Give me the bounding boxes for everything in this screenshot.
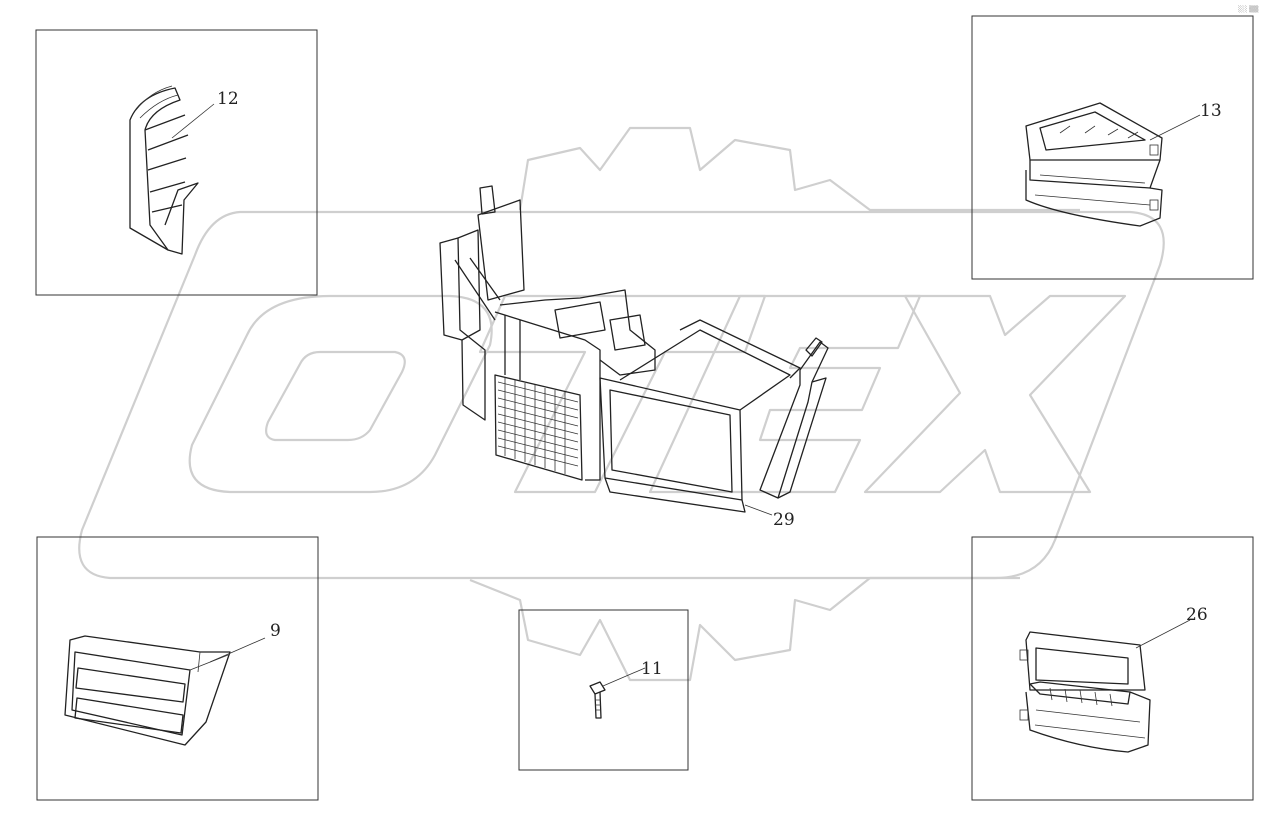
callout-11: 11 bbox=[641, 659, 663, 679]
callout-26: 26 bbox=[1186, 605, 1208, 625]
detail-frame-12 bbox=[35, 29, 318, 296]
part-29-frame-assembly bbox=[439, 185, 829, 516]
part-9-headlamp-bezel bbox=[64, 635, 266, 746]
detail-frame-9 bbox=[36, 536, 319, 801]
part-12-grille-side bbox=[129, 85, 215, 255]
part-13-upper-housing bbox=[1025, 102, 1201, 227]
radiator-core-fins bbox=[497, 378, 579, 474]
watermark-logo bbox=[78, 126, 1165, 682]
watermark-letter-x bbox=[863, 294, 1127, 494]
detail-frame-13 bbox=[971, 15, 1254, 280]
part-26-lower-housing bbox=[1019, 619, 1191, 753]
callout-29: 29 bbox=[773, 510, 795, 530]
callout-12: 12 bbox=[217, 89, 239, 109]
watermark-banner-outline bbox=[78, 210, 1165, 580]
callout-13: 13 bbox=[1200, 101, 1222, 121]
callout-9: 9 bbox=[270, 621, 281, 641]
detail-frame-11 bbox=[518, 609, 689, 771]
detail-frame-26 bbox=[971, 536, 1254, 801]
watermark-letter-e bbox=[648, 294, 922, 494]
corner-mark: ░░ ▒▒ bbox=[1238, 5, 1259, 13]
watermark-letter-o bbox=[188, 294, 493, 494]
part-11-bolt bbox=[589, 667, 646, 719]
watermark-gear-outline bbox=[469, 126, 1080, 682]
watermark-letter-t bbox=[478, 294, 767, 494]
